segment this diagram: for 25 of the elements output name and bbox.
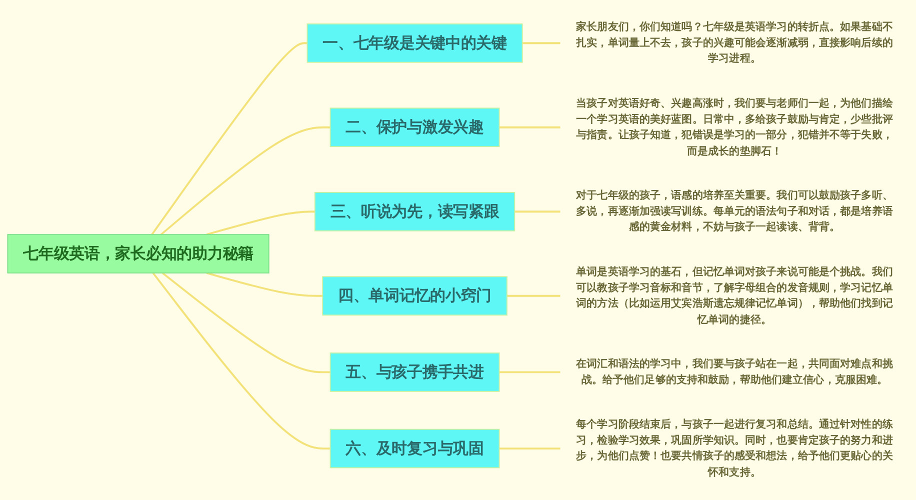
node-box: 五、与孩子携手共进 <box>330 352 500 392</box>
connector <box>206 272 323 298</box>
connector <box>499 448 561 450</box>
node-text: 单词是英语学习的基石，但记忆单词对孩子来说可能是个挑战。我们可以教孩子学习音标和音节，了解字母组合的发音规则，学习记忆单词的方法（比如运用艾宾浩斯遗忘规律记忆单词），帮助他们找到记忆单词的捷径。 <box>576 265 893 326</box>
connector <box>160 126 330 236</box>
connector <box>206 210 315 236</box>
connector <box>522 42 561 44</box>
node-box: 三、听说为先，读写紧跟 <box>314 192 516 232</box>
connector <box>514 210 561 213</box>
connector <box>499 371 561 374</box>
node-text: 家长朋友们，你们知道吗？七年级是英语学习的转折点。如果基础不扎实，单词量上不去，孩子的兴趣可能会逐渐减弱，直接影响后续的学习进程。 <box>576 20 893 65</box>
node-text: 当孩子对英语好奇、兴趣高涨时，我们要与老师们一起，为他们描绘一个学习英语的美好蓝图。日常中，多给孩子鼓励与肯定，少些批评与指责。让孩子知道，犯错误是学习的一部分，犯错并不等于失败，而是成长的垫脚石！ <box>576 96 893 157</box>
connector <box>152 272 330 450</box>
node-text: 在词汇和语法的学习中，我们要与孩子站在一起，共同面对难点和挑战。给予他们足够的支持和鼓励，帮助他们建立信心，克服困难。 <box>576 358 893 386</box>
connector <box>162 272 330 374</box>
node-box: 一、七年级是关键中的关键 <box>306 24 523 63</box>
connector <box>499 126 561 129</box>
node-text: 对于七年级的孩子，语感的培养至关重要。我们可以鼓励孩子多听、多说，再逐渐加强读写训练。每单元的语法句子和对话，都是培养语感的黄金材料，不妨与孩子一起读读、背背。 <box>576 189 893 234</box>
node-box: 二、保护与激发兴趣 <box>330 108 500 148</box>
connector <box>151 42 308 236</box>
node-box: 六、及时复习与巩固 <box>330 429 500 468</box>
node-text: 每个学习阶段结束后，与孩子一起进行复习和总结。通过针对性的练习，检验学习效果，巩固所学知识。同时，也要肯定孩子的努力和进步，为他们点赞！也要共情孩子的感受和想法，给予他们更贴心的关怀和支持。 <box>576 418 893 478</box>
node-box: 七年级英语，家长必知的助力秘籍 <box>7 234 270 274</box>
node-box: 四、单词记忆的小窍门 <box>322 276 508 316</box>
connector <box>506 295 561 298</box>
